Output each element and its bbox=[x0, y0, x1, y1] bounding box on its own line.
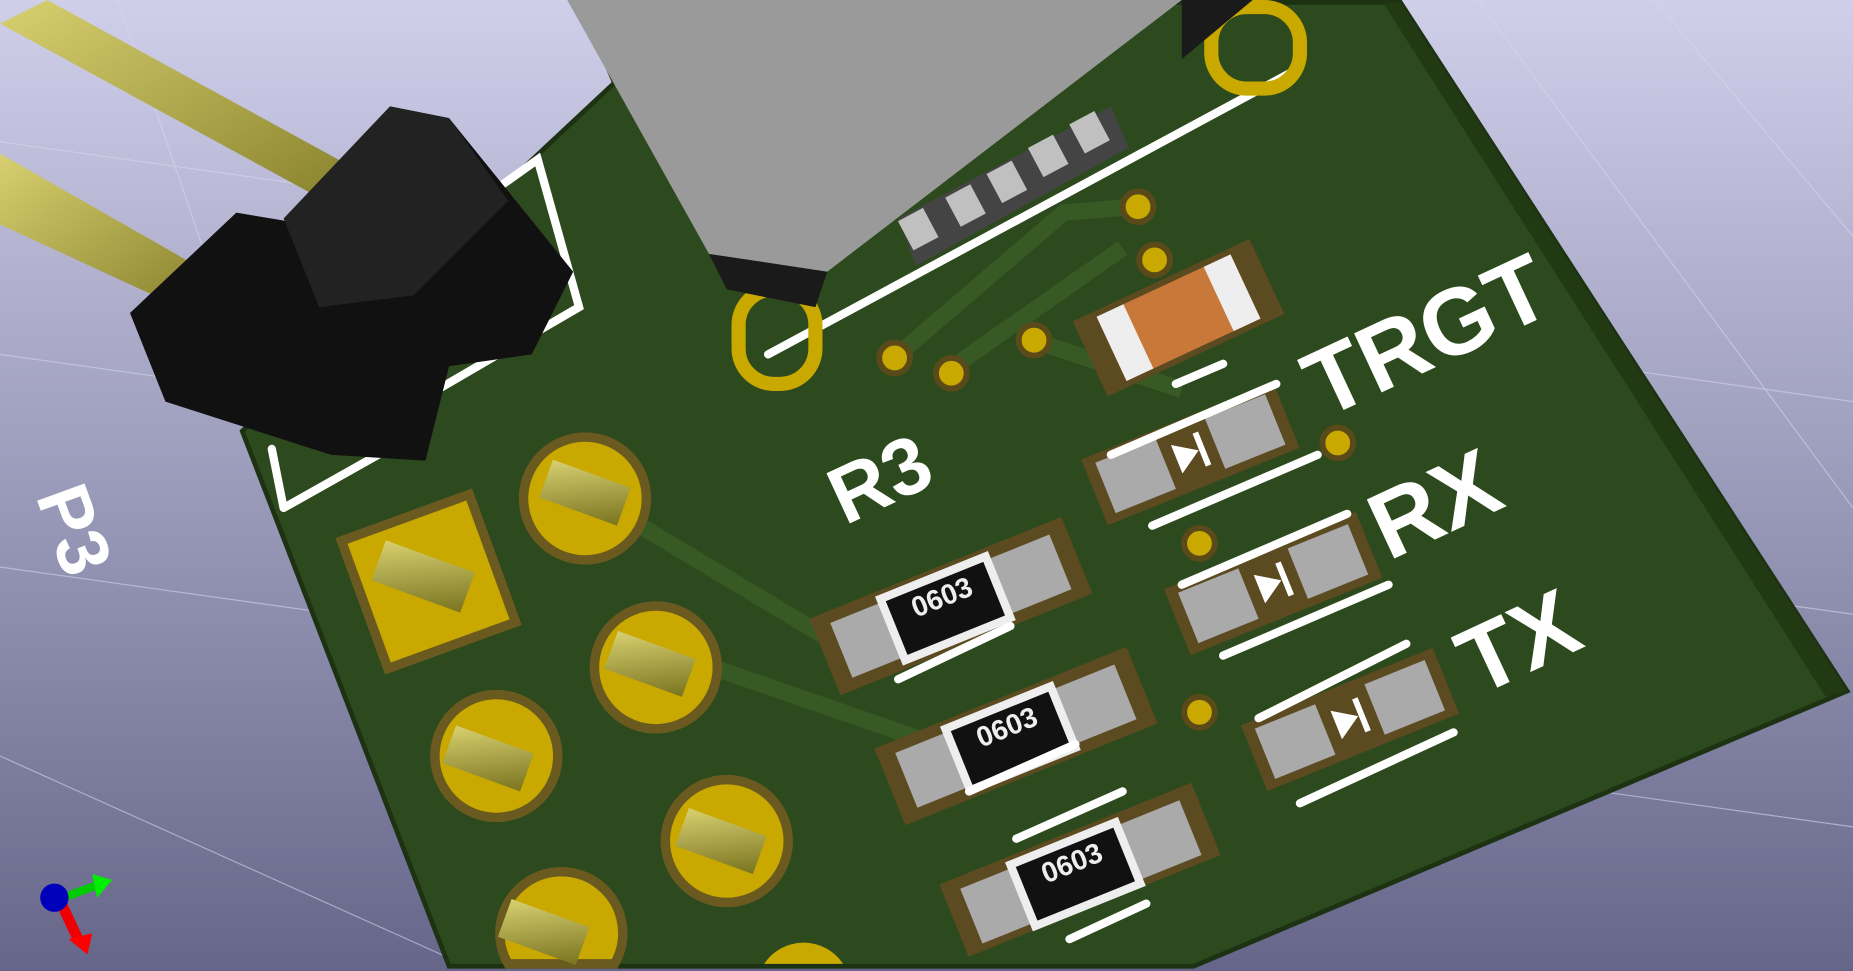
smd-resistors bbox=[809, 516, 1221, 957]
silkscreen-lines bbox=[894, 359, 1458, 944]
leds bbox=[1081, 382, 1460, 792]
vias bbox=[876, 188, 1357, 731]
tht-pads bbox=[335, 432, 844, 969]
axis-orientation-icon bbox=[40, 874, 113, 955]
smd-capacitor bbox=[1072, 239, 1285, 397]
pin-header bbox=[0, 0, 574, 461]
usb-outline bbox=[764, 66, 1299, 359]
usb-connector bbox=[567, 0, 1253, 308]
